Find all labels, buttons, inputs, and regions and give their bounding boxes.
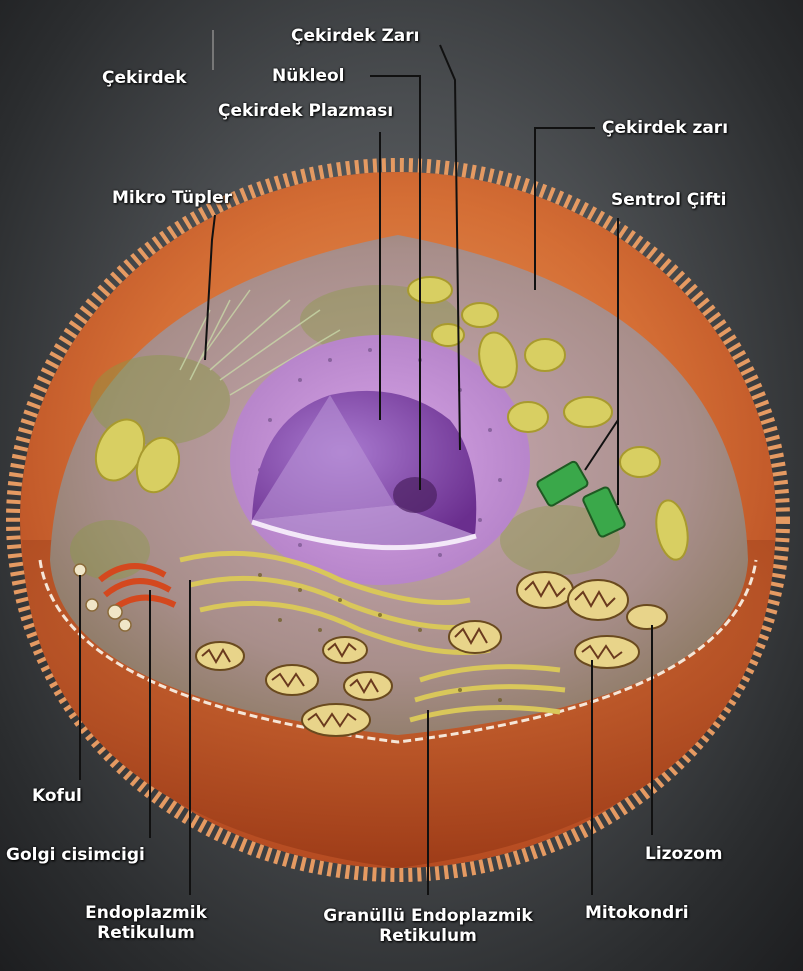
- label-sentrol-cifti: Sentrol Çifti: [611, 190, 726, 210]
- label-granullu-endoplazmik-retikulum: Granüllü Endoplazmik Retikulum: [308, 906, 548, 946]
- label-cekirdek-plazmasi: Çekirdek Plazması: [218, 101, 393, 121]
- label-nukleol: Nükleol: [272, 66, 345, 86]
- label-golgi: Golgi cisimcigi: [6, 845, 145, 865]
- label-granullu-line1: Granüllü Endoplazmik: [308, 906, 548, 926]
- label-granullu-line2: Retikulum: [308, 926, 548, 946]
- label-cekirdek: Çekirdek: [102, 68, 187, 88]
- label-endoplazmik-line2: Retikulum: [76, 923, 216, 943]
- label-mikro-tupler: Mikro Tüpler: [112, 188, 232, 208]
- label-cekirdek-zari-right: Çekirdek zarı: [602, 118, 728, 138]
- label-endoplazmik-line1: Endoplazmik: [76, 903, 216, 923]
- label-endoplazmik-retikulum: Endoplazmik Retikulum: [76, 903, 216, 943]
- nucleolus: [393, 477, 437, 513]
- label-mitokondri: Mitokondri: [585, 903, 689, 923]
- label-lizozom: Lizozom: [645, 844, 723, 864]
- label-koful: Koful: [32, 786, 82, 806]
- label-cekirdek-zari-top: Çekirdek Zarı: [291, 26, 419, 46]
